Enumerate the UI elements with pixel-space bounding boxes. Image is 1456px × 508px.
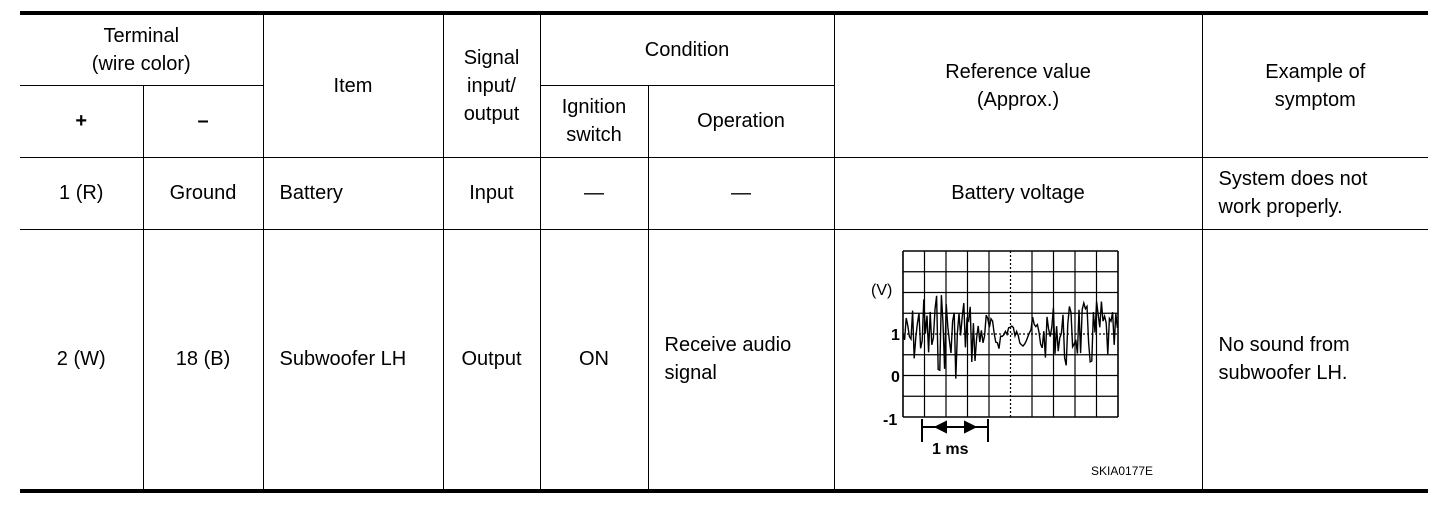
terminal-spec-table: Terminal (wire color) Item Signal input/… xyxy=(20,11,1429,493)
signal-label-line1: Signal xyxy=(463,46,520,69)
ignition-label-line2: switch xyxy=(566,124,622,146)
row2-operation-line2: signal xyxy=(664,362,717,385)
signal-label-line3: output xyxy=(463,102,520,125)
table-row: 1 (R) Ground Battery Input — — Battery v… xyxy=(20,156,1429,230)
symptom-header: Example of symptom xyxy=(1201,11,1429,158)
table-row: 2 (W) 18 (B) Subwoofer LH Output ON Rece… xyxy=(20,228,1429,493)
row2-operation-line1: Receive audio xyxy=(664,334,792,357)
row2-symptom-line2: subwoofer LH. xyxy=(1218,362,1348,385)
y-label-minus1: -1 xyxy=(883,412,897,429)
terminal-header: Terminal (wire color) xyxy=(20,11,264,86)
reference-header: Reference value (Approx.) xyxy=(833,11,1203,158)
row1-item: Battery xyxy=(262,156,444,230)
row1-symptom-line1: System does not xyxy=(1218,168,1368,190)
row2-item: Subwoofer LH xyxy=(262,228,444,493)
ignition-header: Ignition switch xyxy=(539,84,649,158)
unit-label: (V) xyxy=(871,282,892,299)
y-label-1: 1 xyxy=(891,327,900,344)
minus-header: – xyxy=(142,84,264,158)
waveform-figure: (V) 1 0 -1 1 ms SKIA0177E xyxy=(848,239,1188,479)
oscilloscope-waveform: (V) 1 0 -1 1 ms SKIA0177E xyxy=(871,250,1153,478)
row2-operation: Receive audio signal xyxy=(647,228,835,493)
signal-label-line2: input/ xyxy=(467,74,516,97)
row1-minus: Ground xyxy=(142,156,264,230)
row1-signal: Input xyxy=(442,156,541,230)
y-label-0: 0 xyxy=(891,369,900,386)
time-scale-label: 1 ms xyxy=(932,441,969,458)
row2-plus: 2 (W) xyxy=(20,228,144,493)
item-header: Item xyxy=(262,11,444,158)
time-scale-marker xyxy=(921,419,990,443)
row2-reference: (V) 1 0 -1 1 ms SKIA0177E xyxy=(833,228,1203,493)
oscilloscope-grid xyxy=(902,250,1119,419)
reference-label-line2: (Approx.) xyxy=(976,88,1060,111)
row1-plus: 1 (R) xyxy=(20,156,144,230)
audio-signal-trace xyxy=(902,295,1119,379)
row2-minus: 18 (B) xyxy=(142,228,264,493)
row1-ignition: — xyxy=(539,156,649,230)
row1-symptom-line2: work properly. xyxy=(1218,196,1343,218)
ignition-label-line1: Ignition xyxy=(561,96,627,118)
row2-symptom-line1: No sound from xyxy=(1218,334,1350,357)
signal-header: Signal input/ output xyxy=(442,11,541,158)
row1-reference: Battery voltage xyxy=(833,156,1203,230)
row2-signal: Output xyxy=(442,228,541,493)
row1-operation: — xyxy=(647,156,835,230)
reference-label-line1: Reference value xyxy=(945,60,1091,83)
terminal-label: Terminal xyxy=(103,24,180,47)
time-label-bg xyxy=(928,435,983,458)
row2-symptom: No sound from subwoofer LH. xyxy=(1201,228,1429,493)
figure-code: SKIA0177E xyxy=(1091,464,1153,478)
row2-ignition: ON xyxy=(539,228,649,493)
operation-header: Operation xyxy=(647,84,835,158)
symptom-label-line1: Example of xyxy=(1265,60,1366,83)
condition-header: Condition xyxy=(539,11,835,86)
row1-symptom: System does not work properly. xyxy=(1201,156,1429,230)
symptom-label-line2: symptom xyxy=(1274,88,1356,111)
plus-header: + xyxy=(20,84,144,158)
wire-color-label: (wire color) xyxy=(91,52,191,75)
